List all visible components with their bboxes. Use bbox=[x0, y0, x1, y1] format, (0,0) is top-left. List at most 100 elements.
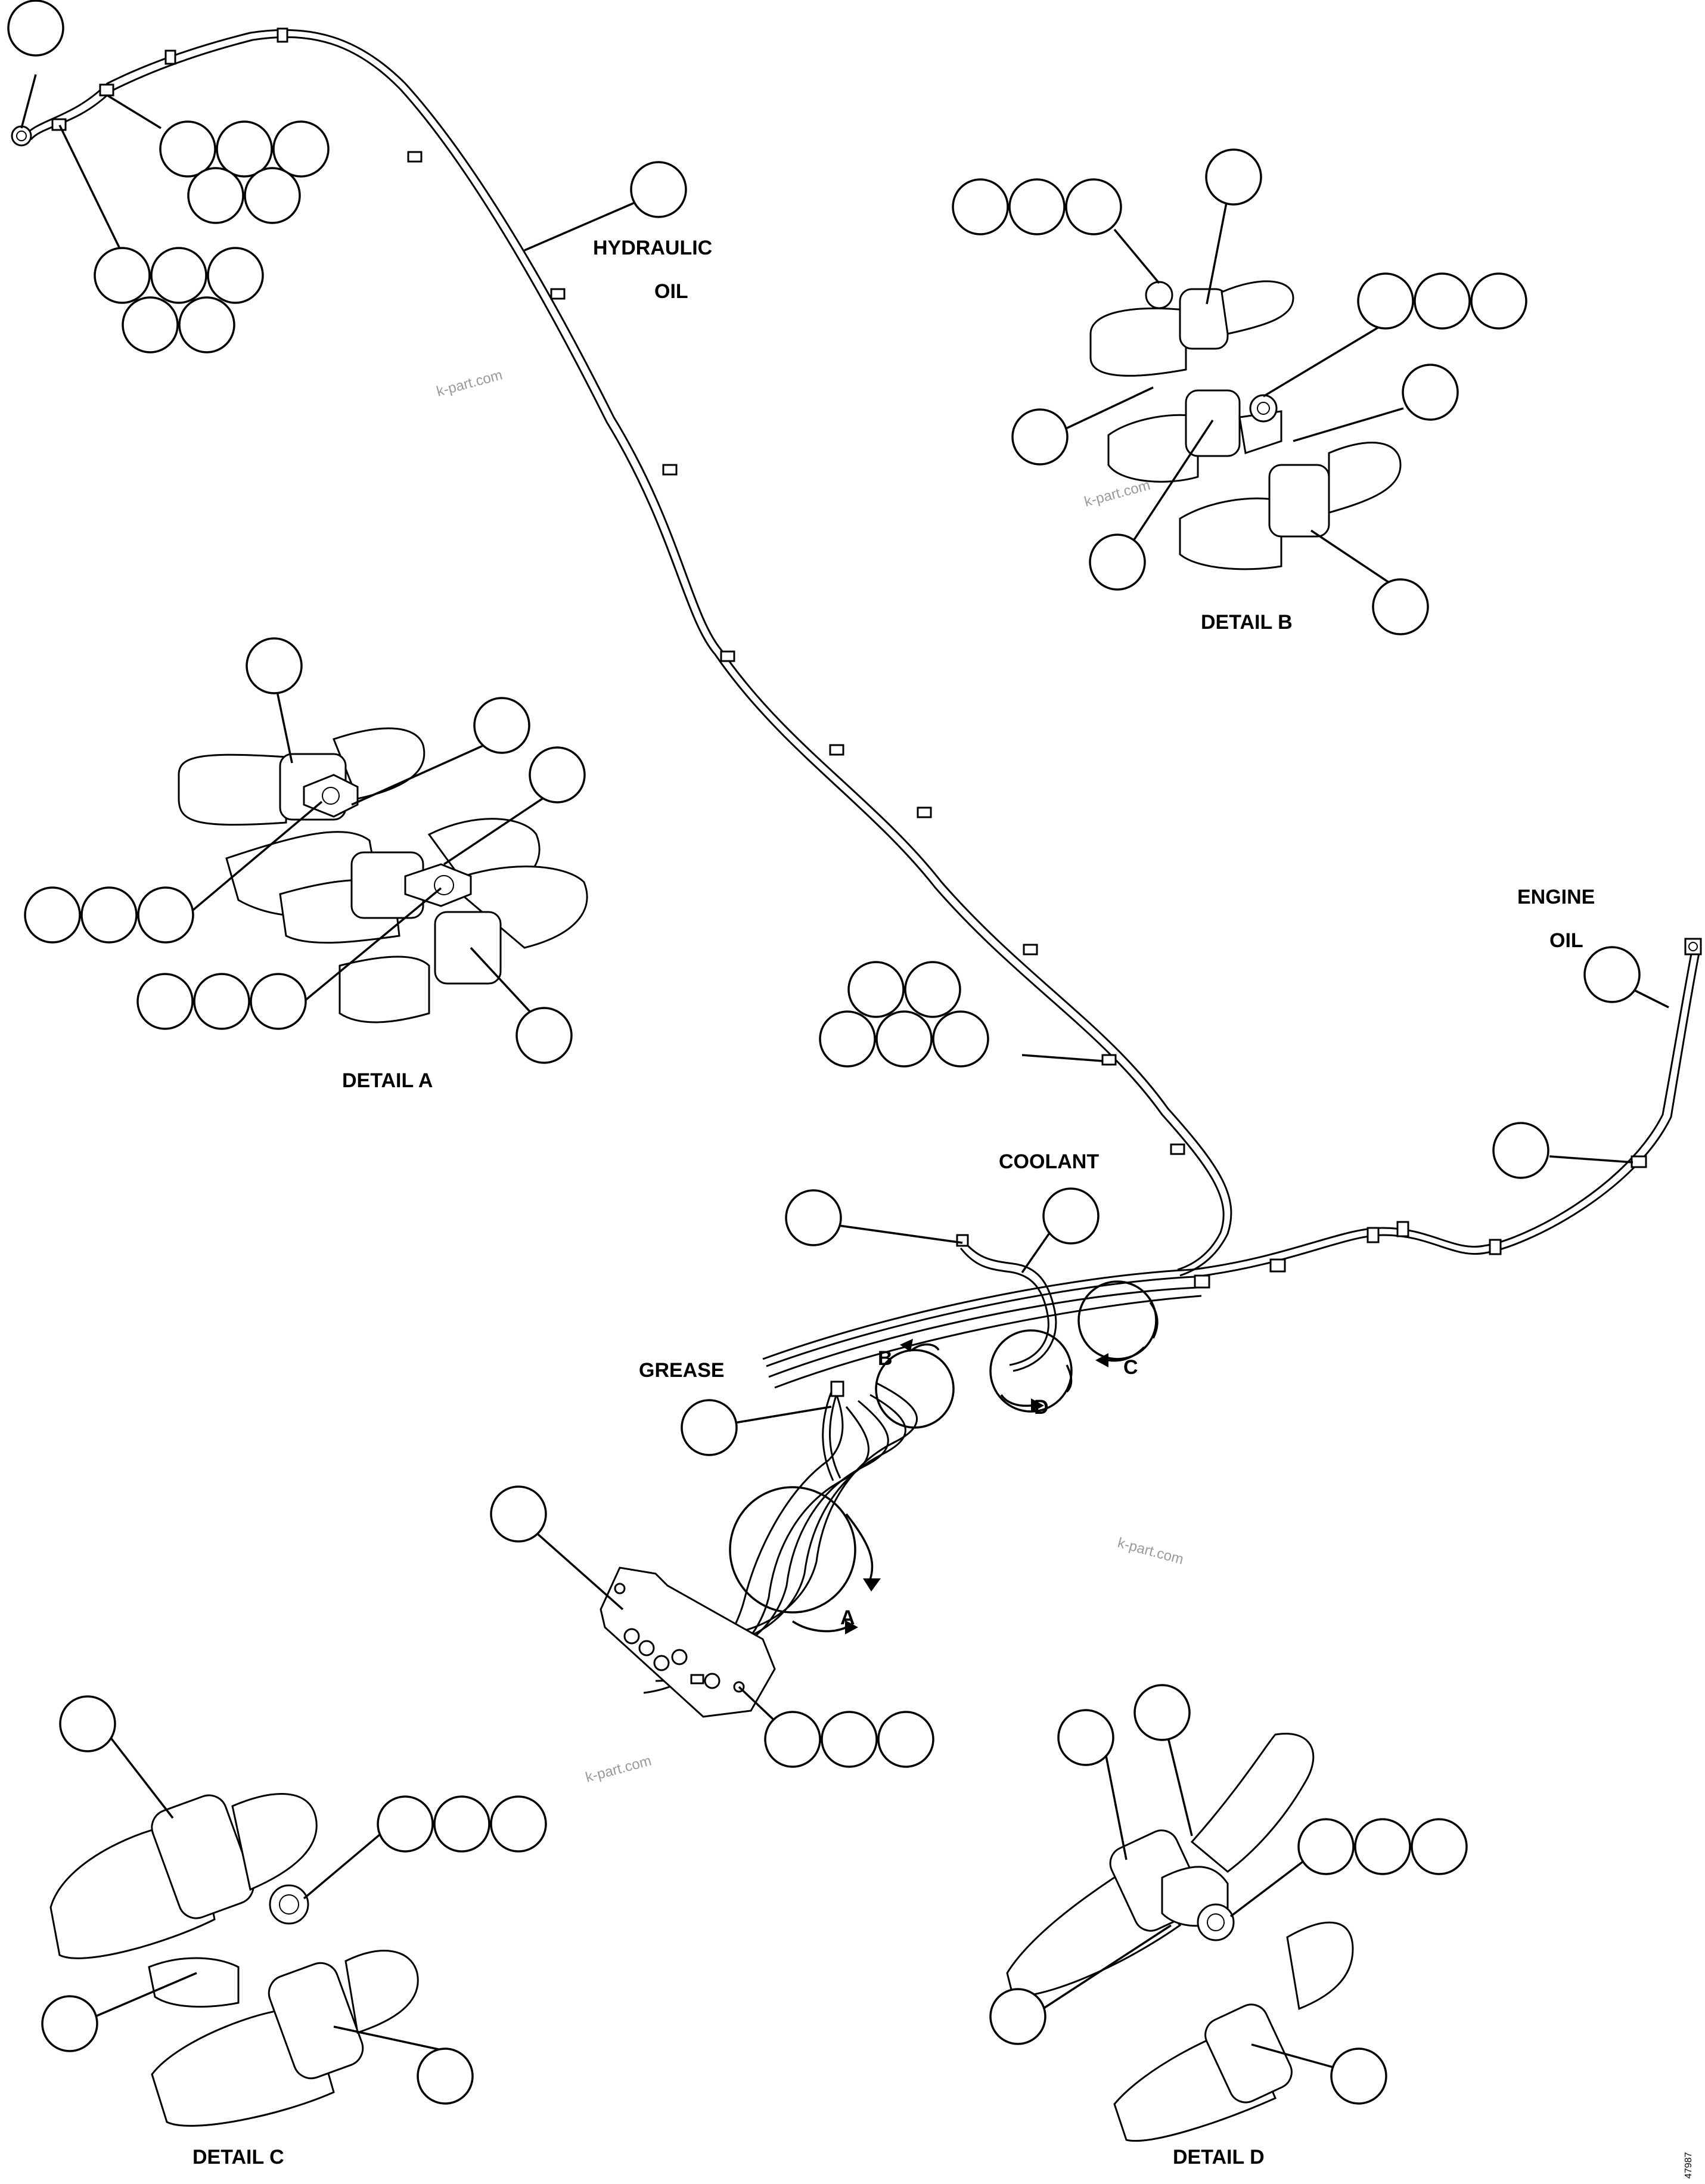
engine-oil-clip bbox=[1489, 1239, 1502, 1255]
detail-c-title: DETAIL C bbox=[192, 2146, 284, 2169]
balloon-group-detail-b bbox=[952, 148, 1527, 635]
callout-balloon bbox=[847, 961, 905, 1018]
callout-balloon bbox=[490, 1485, 547, 1543]
balloon-group-coolant bbox=[785, 1187, 1100, 1246]
callout-balloon bbox=[246, 637, 303, 694]
callout-balloon bbox=[150, 247, 207, 304]
engine-label: ENGINE bbox=[1517, 886, 1595, 908]
callout-balloon bbox=[932, 1010, 989, 1068]
callout-balloon bbox=[159, 120, 216, 178]
callout-balloon bbox=[417, 2048, 474, 2105]
detail-a-callout: A bbox=[729, 1486, 881, 1634]
callout-balloon bbox=[1402, 364, 1459, 421]
callout-balloon bbox=[630, 161, 687, 218]
callout-balloon bbox=[1372, 578, 1429, 635]
callout-balloon bbox=[1011, 408, 1069, 466]
callout-balloon bbox=[136, 973, 194, 1030]
coolant-fitting bbox=[956, 1234, 969, 1247]
hydraulic-elbow-fitting bbox=[51, 118, 67, 131]
balloon-group-detail-a bbox=[24, 637, 586, 1064]
callout-balloon bbox=[1492, 1122, 1549, 1179]
detail-d-view: DETAIL D bbox=[1006, 1733, 1354, 2169]
hydraulic-hose-clip bbox=[720, 650, 735, 662]
balloon-group-grease bbox=[681, 1399, 738, 1456]
callout-balloon bbox=[7, 0, 64, 57]
callout-balloon bbox=[94, 247, 151, 304]
hydraulic-hose-clip bbox=[550, 288, 566, 300]
callout-balloon bbox=[529, 746, 586, 804]
callout-balloon bbox=[1297, 1818, 1355, 1875]
detail-a-view: DETAIL A bbox=[178, 727, 588, 1092]
callout-balloon bbox=[473, 697, 530, 754]
callout-balloon bbox=[178, 296, 235, 353]
hydraulic-hose-clip bbox=[829, 744, 844, 756]
hydraulic-hose-clip bbox=[662, 464, 678, 476]
detail-c-callout: C bbox=[1077, 1280, 1159, 1379]
callout-balloon bbox=[1042, 1187, 1100, 1245]
hydraulic-elbow-fitting bbox=[99, 83, 114, 97]
callout-balloon bbox=[41, 1995, 98, 2052]
callout-balloon bbox=[377, 1795, 434, 1853]
balloon-group-hydraulic-end bbox=[7, 0, 64, 57]
engine-oil-fitting bbox=[1684, 938, 1702, 956]
arrow-label-c: C bbox=[1123, 1356, 1138, 1379]
hydraulic-end-fitting bbox=[11, 125, 32, 147]
callout-balloon bbox=[244, 167, 301, 224]
callout-balloon bbox=[819, 1010, 876, 1068]
callout-balloon bbox=[989, 1988, 1046, 2045]
hydraulic-label: HYDRAULIC bbox=[593, 237, 712, 259]
engine-oil-hose bbox=[762, 938, 1702, 1367]
detail-c-view: DETAIL C bbox=[49, 1793, 419, 2169]
callout-balloon bbox=[952, 178, 1009, 235]
callout-balloon bbox=[1414, 272, 1471, 330]
callout-balloon bbox=[433, 1795, 490, 1853]
callout-balloon bbox=[821, 1711, 878, 1768]
callout-balloon bbox=[187, 167, 244, 224]
arrow-label-b: B bbox=[878, 1347, 893, 1370]
callout-balloon bbox=[785, 1189, 842, 1246]
engine-oil-clip bbox=[1367, 1227, 1380, 1243]
balloon-group-hydraulic-fittings-1 bbox=[159, 120, 330, 224]
callout-balloon bbox=[193, 973, 250, 1030]
callout-balloon bbox=[1411, 1818, 1468, 1875]
callout-balloon bbox=[1354, 1818, 1411, 1875]
callout-balloon bbox=[490, 1795, 547, 1853]
callout-balloon bbox=[1205, 148, 1262, 206]
detail-b-callout: B bbox=[875, 1339, 955, 1429]
detail-d-title: DETAIL D bbox=[1173, 2146, 1265, 2169]
callout-balloon bbox=[1357, 272, 1414, 330]
engine-oil-label: OIL bbox=[1549, 929, 1583, 952]
hydraulic-hose-clip bbox=[164, 49, 176, 65]
callout-balloon bbox=[80, 886, 138, 944]
bulkhead-plate bbox=[600, 1566, 776, 1718]
hydraulic-hose-clip bbox=[1170, 1143, 1185, 1155]
callout-balloon bbox=[1065, 178, 1122, 235]
callout-balloon bbox=[24, 886, 81, 944]
grease-fitting bbox=[830, 1380, 844, 1397]
balloon-group-detail-c bbox=[41, 1695, 547, 2105]
engine-oil-clip bbox=[1396, 1221, 1409, 1237]
detail-b-title: DETAIL B bbox=[1201, 611, 1293, 634]
callout-balloon bbox=[1330, 2048, 1387, 2105]
grease-label: GREASE bbox=[639, 1359, 725, 1382]
balloon-group-hydraulic-fittings-2 bbox=[94, 247, 264, 353]
balloon-group-hydraulic-mid bbox=[819, 961, 989, 1068]
grease-hose bbox=[822, 1380, 844, 1481]
callout-balloon bbox=[1089, 533, 1146, 591]
balloon-group-hydraulic-hose bbox=[630, 161, 687, 218]
callout-balloon bbox=[877, 1711, 934, 1768]
callout-balloon bbox=[250, 973, 307, 1030]
callout-balloon bbox=[59, 1695, 116, 1752]
hydraulic-hose-clip bbox=[1101, 1054, 1117, 1066]
coolant-label: COOLANT bbox=[999, 1150, 1099, 1173]
detail-a-title: DETAIL A bbox=[342, 1069, 433, 1092]
hydraulic-hose-clip bbox=[1023, 944, 1038, 956]
callout-balloon bbox=[207, 247, 264, 304]
hydraulic-oil-label: OIL bbox=[654, 280, 688, 303]
engine-oil-clip bbox=[1194, 1274, 1210, 1289]
balloon-group-bulkhead bbox=[490, 1485, 934, 1768]
callout-balloon bbox=[1057, 1709, 1114, 1766]
leader-lines bbox=[20, 74, 1669, 2076]
figure-number: 47987 bbox=[1684, 2152, 1694, 2179]
